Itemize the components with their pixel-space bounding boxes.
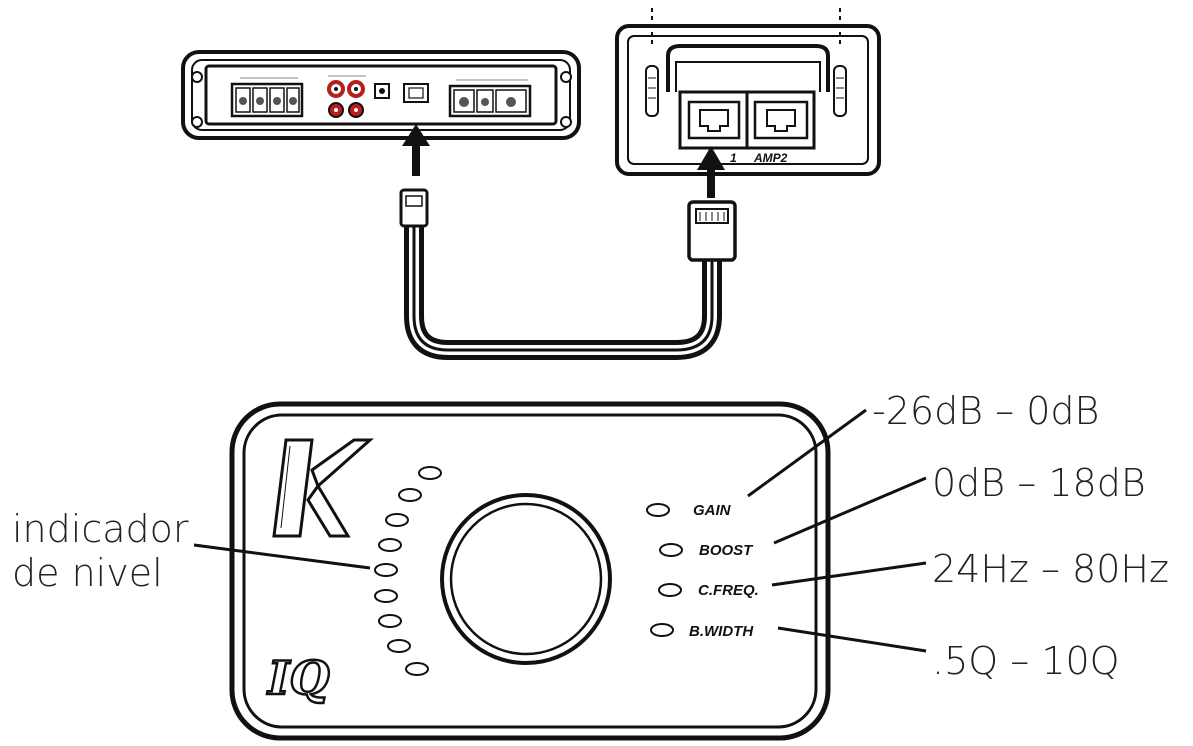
arrow-to-amp bbox=[402, 124, 430, 176]
bwidth-led bbox=[650, 623, 674, 637]
cfreq-label: C.FREQ. bbox=[698, 582, 759, 599]
power-terminal-block bbox=[448, 79, 532, 118]
rj-port-1 bbox=[687, 100, 741, 140]
level-led bbox=[387, 639, 411, 653]
level-led bbox=[374, 563, 398, 577]
amplifier bbox=[181, 50, 581, 140]
level-led bbox=[385, 513, 409, 527]
iq-remote: IQ GAIN BOOST C.FREQ. bbox=[229, 401, 831, 741]
port1-label: 1 bbox=[730, 151, 737, 165]
level-led bbox=[378, 614, 402, 628]
iq-logo-text: IQ bbox=[266, 651, 330, 705]
level-led bbox=[398, 488, 422, 502]
gain-led bbox=[646, 503, 670, 517]
k-logo bbox=[272, 438, 374, 538]
callout-line-gain bbox=[747, 408, 867, 498]
control-knob[interactable] bbox=[440, 493, 612, 665]
level-led bbox=[378, 538, 402, 552]
level-label-line2: de nivel bbox=[12, 551, 163, 595]
callout-line-bwidth bbox=[777, 626, 927, 653]
boost-label: BOOST bbox=[699, 542, 754, 559]
gain-range: -26dB – 0dB bbox=[872, 389, 1099, 433]
cfreq-range: 24Hz – 80Hz bbox=[932, 547, 1169, 591]
bwidth-range: .5Q – 10Q bbox=[932, 639, 1120, 683]
rca-inputs bbox=[327, 75, 366, 118]
rj-port-2 bbox=[753, 100, 809, 140]
callout-line-boost bbox=[773, 476, 927, 545]
level-label-line1: indicador bbox=[12, 507, 189, 551]
boost-led bbox=[659, 543, 683, 557]
level-led bbox=[405, 662, 429, 676]
function-leds: GAIN BOOST C.FREQ. B.WIDTH bbox=[646, 502, 759, 640]
remote-jack-module: 1 AMP2 bbox=[615, 8, 881, 176]
gain-label: GAIN bbox=[693, 502, 732, 519]
level-led bbox=[418, 466, 442, 480]
boost-range: 0dB – 18dB bbox=[932, 461, 1146, 505]
amp-remote-port bbox=[403, 83, 429, 103]
iq-logo: IQ bbox=[265, 650, 331, 707]
bwidth-label: B.WIDTH bbox=[689, 623, 754, 640]
rj-plug-small bbox=[399, 188, 429, 228]
callout-line-cfreq bbox=[771, 561, 927, 587]
port2-label: AMP2 bbox=[753, 151, 788, 165]
speaker-terminal-block-left bbox=[230, 77, 304, 118]
rj-cable bbox=[399, 188, 737, 360]
level-indicator-leds bbox=[374, 466, 442, 676]
callout-line-level bbox=[193, 543, 371, 570]
level-led bbox=[374, 589, 398, 603]
cfreq-led bbox=[658, 583, 682, 597]
arrow-to-module bbox=[697, 146, 725, 198]
rj-plug-large bbox=[687, 200, 737, 262]
callout-lines bbox=[193, 408, 927, 653]
